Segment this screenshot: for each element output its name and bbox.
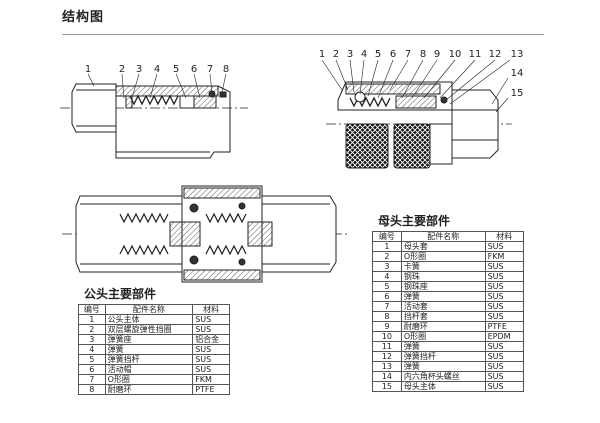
header-part-name: 配件名称: [104, 304, 194, 315]
coupled-assembly-drawing: [62, 185, 350, 283]
table-header-row: 编号 配件名称 材料: [78, 304, 230, 315]
header-part-name: 配件名称: [400, 231, 486, 242]
male-callouts: 1 2 3 4 5 6 7 8: [85, 64, 229, 75]
male-callout: 4: [154, 64, 160, 75]
female-socket-drawing: [326, 81, 512, 169]
male-callout: 6: [191, 64, 197, 75]
header-number: 编号: [372, 231, 402, 242]
male-callout: 1: [85, 64, 91, 75]
female-callout: 15: [511, 88, 524, 99]
title-divider: [62, 34, 544, 35]
male-callout: 3: [136, 64, 142, 75]
female-callout: 2: [333, 49, 339, 60]
female-callout: 7: [405, 49, 411, 60]
page-title: 结构图: [62, 10, 105, 25]
female-leader-lines: [321, 59, 511, 113]
female-callout: 9: [434, 49, 440, 60]
male-callout: 7: [207, 64, 213, 75]
female-callout: 1: [319, 49, 325, 60]
male-callout: 2: [119, 64, 125, 75]
male-parts-title: 公头主要部件: [84, 287, 157, 301]
female-callout: 14: [511, 68, 524, 79]
male-plug-drawing: [60, 83, 248, 159]
female-callout: 3: [347, 49, 353, 60]
header-material: 材料: [484, 231, 525, 242]
female-callout: 6: [390, 49, 396, 60]
header-material: 材料: [192, 304, 230, 315]
female-callout: 11: [469, 49, 482, 60]
female-callout: 10: [449, 49, 462, 60]
male-callout: 8: [223, 64, 229, 75]
table-header-row: 编号 配件名称 材料: [372, 231, 525, 242]
female-callout: 8: [420, 49, 426, 60]
female-callout: 13: [511, 49, 524, 60]
female-callout: 4: [361, 49, 367, 60]
female-callout: 12: [489, 49, 502, 60]
female-callout: 5: [375, 49, 381, 60]
female-parts-title: 母头主要部件: [378, 214, 451, 228]
female-callouts: 1 2 3 4 5 6 7 8 9 10 11 12 13 14 15: [319, 49, 524, 99]
header-number: 编号: [78, 304, 106, 315]
male-callout: 5: [173, 64, 179, 75]
male-leader-lines: [87, 73, 227, 99]
